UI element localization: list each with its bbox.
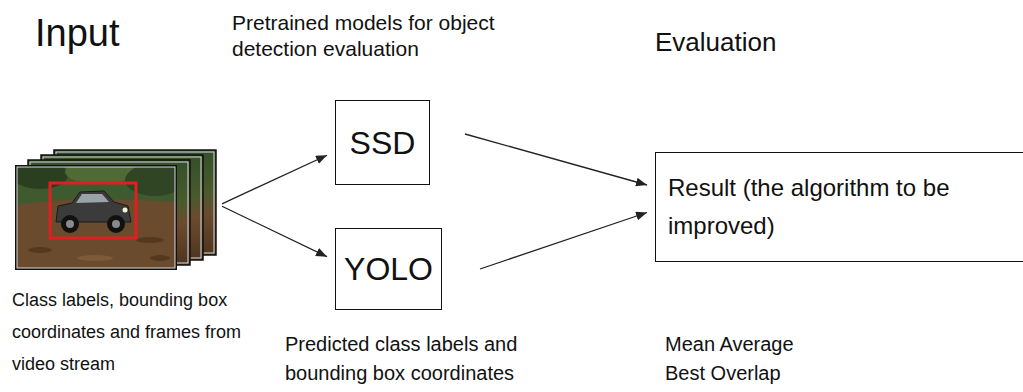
text-group: SSD [350, 124, 416, 162]
box-label: Result (the algorithm to be improved) [668, 169, 953, 245]
column-note: Mean Average Best Overlap [665, 330, 815, 388]
car-wheel [61, 215, 79, 233]
column-heading: Evaluation [655, 26, 776, 58]
ground-texture [28, 247, 52, 253]
scene [17, 167, 175, 268]
input-caption: Class labels, bounding box coordinates a… [12, 284, 257, 380]
box-label: YOLO [344, 250, 433, 288]
result-box: Result (the algorithm to be improved) [655, 152, 1023, 262]
model-box: YOLO [335, 228, 442, 310]
model-box: SSD [335, 100, 430, 185]
car-hub [66, 220, 74, 228]
caption-group: Class labels, bounding box coordinates a… [12, 284, 257, 380]
tree [65, 167, 135, 184]
bounding-box [50, 183, 136, 238]
car-headlight [123, 208, 128, 213]
front-frame [12, 160, 185, 270]
flow-arrow [465, 134, 647, 185]
column-heading: Pretrained models for object detection e… [232, 10, 527, 62]
input-frames: Class labels, bounding box coordinates a… [14, 148, 220, 272]
column-note: Predicted class labels and bounding box … [285, 330, 545, 388]
text-group: Result (the algorithm to be improved) [668, 169, 953, 245]
car-window [76, 194, 109, 203]
flow-arrow [222, 206, 327, 256]
text-group: YOLO [344, 250, 433, 288]
box-label: SSD [350, 124, 416, 162]
column-heading: Input [35, 10, 120, 56]
flow-arrow [480, 213, 647, 270]
car-wheel [107, 215, 125, 233]
tree [17, 167, 68, 189]
frame-edge [17, 167, 175, 268]
flow-arrow [222, 155, 327, 204]
car-hub [112, 220, 120, 228]
ground-texture [77, 255, 113, 261]
ground-texture [150, 255, 170, 261]
ground-texture [136, 237, 164, 243]
